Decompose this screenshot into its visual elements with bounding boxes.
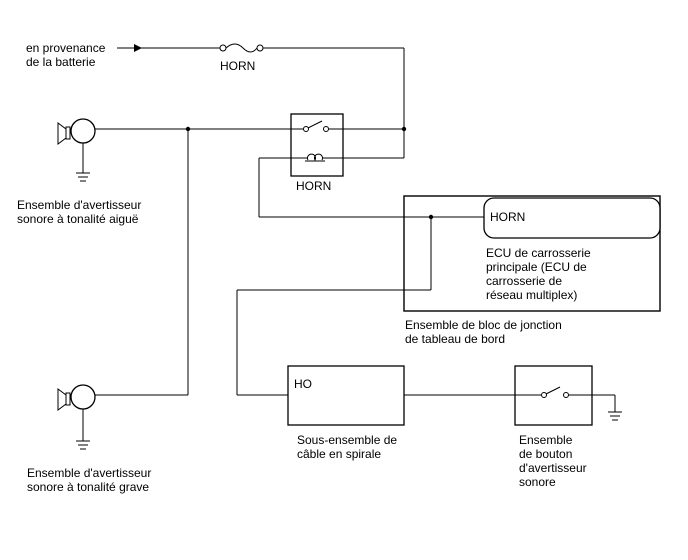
battery-label-line1: en provenance [26, 41, 106, 55]
junction-label-line1: Ensemble de bloc de jonction [405, 318, 562, 332]
fuse-label: HORN [220, 59, 255, 73]
switch-label-line1: Ensemble [519, 433, 573, 447]
switch-icon [515, 386, 592, 398]
switch-label-line3: d'avertisseur [519, 461, 587, 475]
ecu-label-line2: principale (ECU de [486, 260, 587, 274]
spiral-label-line1: Sous-ensemble de [297, 433, 397, 447]
horn-low-label-line1: Ensemble d'avertisseur [27, 466, 151, 480]
ecu-terminal-box [483, 197, 661, 239]
spiral-cable-box [287, 365, 405, 426]
arrow-icon [134, 44, 142, 52]
horn-icon [57, 384, 96, 411]
ecu-terminal-label: HORN [490, 210, 525, 224]
switch-label-line2: de bouton [519, 447, 572, 461]
horn-high-label-line1: Ensemble d'avertisseur [17, 198, 141, 212]
ground-icon [76, 440, 90, 450]
ecu-label-line1: ECU de carrosserie [486, 246, 591, 260]
spiral-label-line2: câble en spirale [297, 447, 381, 461]
ground-icon [76, 172, 90, 182]
relay-switch-icon [291, 120, 343, 132]
relay-box [290, 113, 344, 177]
relay-coil-icon [259, 153, 404, 162]
horn-low-label-line2: sonore à tonalité grave [27, 480, 149, 494]
ecu-label-line4: réseau multiplex) [486, 288, 577, 302]
fuse-icon [219, 43, 264, 53]
junction-label-line2: de tableau de bord [405, 332, 505, 346]
spiral-terminal-label: HO [294, 377, 312, 391]
horn-icon [57, 118, 96, 145]
junction-block-box [403, 195, 661, 312]
horn-high-label-line2: sonore à tonalité aiguë [17, 212, 139, 226]
battery-label-line2: de la batterie [26, 55, 96, 69]
ecu-label-line3: carrosserie de [486, 274, 562, 288]
relay-label: HORN [296, 179, 331, 193]
switch-label-line4: sonore [519, 475, 556, 489]
ground-icon [608, 411, 622, 421]
